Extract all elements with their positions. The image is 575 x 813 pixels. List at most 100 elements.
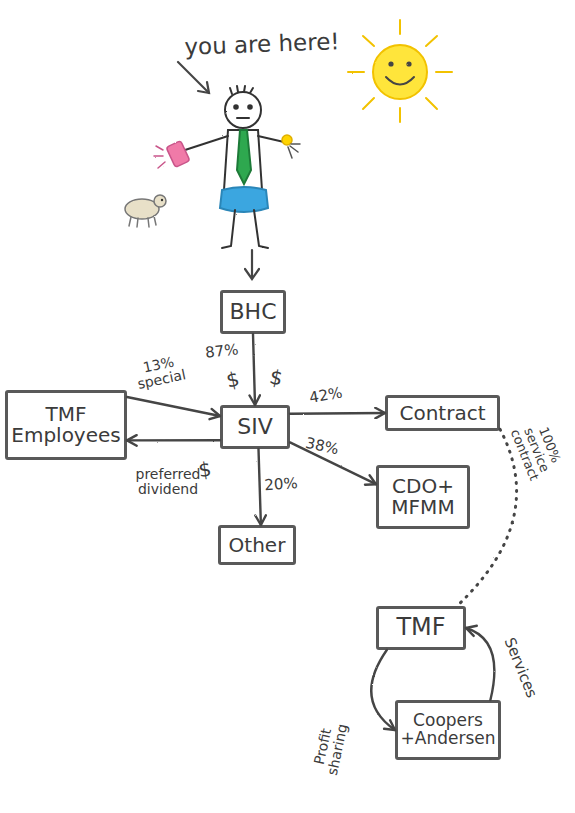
flower <box>282 135 300 158</box>
sun-part <box>386 77 414 85</box>
sheep <box>125 195 166 227</box>
box-label: Coopers +Andersen <box>401 712 496 748</box>
stick-figure <box>185 86 284 248</box>
sheep-part <box>154 195 166 207</box>
connector-line <box>259 449 261 525</box>
connector <box>127 397 220 419</box>
box-label: SIV <box>237 415 273 438</box>
sun-part-part <box>426 98 437 109</box>
box-label: Contract <box>399 403 485 424</box>
down-arrow-part <box>245 269 259 279</box>
edge-label: 42% <box>300 384 352 408</box>
connector-line <box>127 439 220 442</box>
stick-figure-part <box>222 210 235 248</box>
stick-figure-part <box>237 117 249 119</box>
box-label: TMF Employees <box>11 404 120 446</box>
connector-line <box>253 334 255 405</box>
arrow-head <box>365 475 376 485</box>
connector <box>466 626 494 700</box>
phone <box>154 141 190 168</box>
process-box: Coopers +Andersen <box>395 700 501 760</box>
process-box: TMF <box>376 606 466 650</box>
arrow-head <box>384 720 395 730</box>
process-box: Contract <box>385 395 500 431</box>
stick-figure-part <box>224 130 262 190</box>
dollar-sign: $ <box>259 365 293 392</box>
box-text-group: TMF Employees <box>11 404 120 446</box>
stick-figure-part <box>185 136 228 150</box>
sun-part <box>406 61 411 66</box>
connector <box>127 435 220 446</box>
edge-label: 87% <box>196 342 247 363</box>
phone-part <box>166 141 190 168</box>
pointer-arrow-part <box>178 62 209 93</box>
connector-line <box>371 650 395 730</box>
sun-part-part <box>399 20 401 34</box>
process-box: TMF Employees <box>5 390 127 460</box>
stick-figure-part <box>248 105 252 109</box>
box-text-group: Other <box>229 535 286 556</box>
box-text-group: Coopers +Andersen <box>401 712 496 748</box>
flower-part <box>282 135 292 145</box>
process-box: CDO+ MFMM <box>376 465 470 529</box>
connector <box>250 334 261 405</box>
sun-part-part <box>399 108 401 122</box>
dollar-sign: $ <box>216 367 250 394</box>
arrow-head <box>127 435 137 446</box>
arrow-head <box>210 409 221 419</box>
edge-label: 20% <box>256 475 307 494</box>
connector-line <box>127 397 220 416</box>
stick-figure-part <box>258 136 284 142</box>
stick-figure-part <box>237 130 251 184</box>
sun-part <box>348 20 452 122</box>
sun <box>348 20 452 122</box>
process-box: BHC <box>220 290 286 334</box>
connector <box>371 650 395 730</box>
stick-figure-part <box>230 86 253 94</box>
box-label: Other <box>229 535 286 556</box>
arrow-head <box>255 515 266 525</box>
process-box: Other <box>218 525 296 565</box>
edge-label: preferred dividend <box>128 467 208 496</box>
edge-label: 38% <box>296 434 348 460</box>
sheep-part <box>161 199 163 201</box>
edge-label: 100% service contract <box>505 411 568 489</box>
edge-label: Services <box>498 628 543 708</box>
connector-line <box>290 412 385 415</box>
box-label: CDO+ MFMM <box>383 476 463 518</box>
connector-line <box>466 628 494 700</box>
sun-part <box>388 61 393 66</box>
sun-part-part <box>363 36 374 46</box>
box-text-group: Contract <box>399 403 485 424</box>
sun-part-part <box>363 98 374 109</box>
pointer-arrow <box>178 62 209 93</box>
phone-part <box>154 146 165 168</box>
sun-part-part <box>348 71 364 73</box>
arrow-head <box>466 626 477 636</box>
box-text-group: BHC <box>230 300 277 323</box>
sun-part <box>373 45 427 99</box>
down-arrow-part <box>251 250 253 278</box>
pointer-arrow-part <box>198 82 209 93</box>
edge-label: Profit sharing <box>309 715 351 782</box>
box-text-group: SIV <box>237 415 273 438</box>
sun-part-part <box>426 36 437 46</box>
down-arrow <box>245 250 259 279</box>
stick-figure-part <box>225 92 261 128</box>
sheep-part <box>129 216 156 227</box>
callout-note: you are here! <box>142 28 383 61</box>
process-box: SIV <box>220 405 290 449</box>
flower-part <box>288 144 300 158</box>
sheep-part <box>125 199 159 219</box>
connector <box>290 408 385 419</box>
stick-figure-part <box>220 187 268 212</box>
box-label: BHC <box>230 300 277 323</box>
sun-part-part <box>436 71 452 73</box>
box-text-group: CDO+ MFMM <box>383 476 463 518</box>
stick-figure-part <box>234 105 238 109</box>
edge-label: 13% special <box>127 351 194 393</box>
box-text-group: TMF <box>396 615 445 640</box>
arrow-head <box>375 408 385 419</box>
arrow-head <box>250 395 261 405</box>
